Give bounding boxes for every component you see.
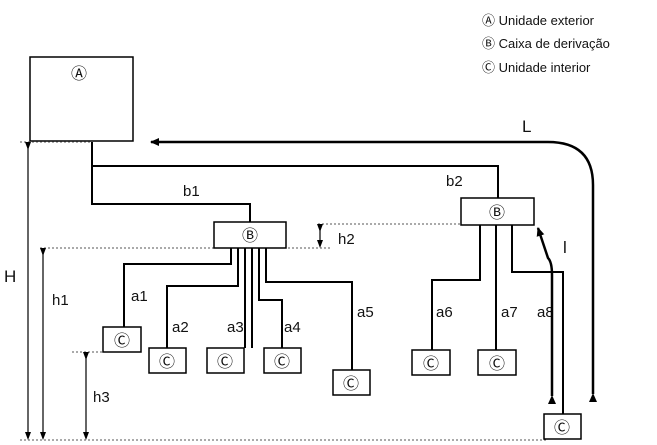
- indoor-unit-a1: Ⓒ: [102, 326, 142, 353]
- label-L: L: [522, 117, 531, 136]
- label-a1: a1: [131, 288, 148, 305]
- outdoor-unit: Ⓐ: [29, 56, 134, 142]
- indoor-unit-a1-symbol: Ⓒ: [114, 332, 130, 350]
- label-a4: a4: [284, 319, 301, 336]
- indoor-unit-a5-symbol: Ⓒ: [343, 375, 359, 393]
- indoor-unit-a4: Ⓒ: [263, 347, 302, 374]
- label-a7: a7: [501, 304, 518, 321]
- branch-box-1-symbol: Ⓑ: [242, 227, 258, 245]
- branch-box-1: Ⓑ: [213, 221, 287, 249]
- dimension-L: L: [150, 117, 597, 402]
- indoor-unit-a7-symbol: Ⓒ: [489, 355, 505, 373]
- label-b2: b2: [446, 173, 463, 190]
- label-H: H: [4, 267, 16, 286]
- branch-box-2-symbol: Ⓑ: [489, 204, 505, 222]
- indoor-unit-a3: Ⓒ: [206, 347, 245, 374]
- legend: Ⓐ Unidade exterior Ⓑ Caixa de derivação …: [482, 13, 610, 75]
- branch-box-2: Ⓑ: [460, 197, 535, 226]
- indoor-unit-a3-symbol: Ⓒ: [217, 353, 233, 371]
- outdoor-unit-symbol: Ⓐ: [71, 65, 87, 83]
- indoor-unit-a4-symbol: Ⓒ: [274, 353, 290, 371]
- label-h2: h2: [338, 231, 355, 248]
- indoor-units: Ⓒ Ⓒ Ⓒ Ⓒ Ⓒ Ⓒ Ⓒ Ⓒ: [102, 326, 582, 440]
- label-a3: a3: [227, 319, 244, 336]
- indoor-unit-a6-symbol: Ⓒ: [423, 355, 439, 373]
- indoor-unit-a7: Ⓒ: [477, 349, 517, 376]
- indoor-unit-a5: Ⓒ: [332, 369, 371, 396]
- label-a6: a6: [436, 304, 453, 321]
- label-h3: h3: [93, 389, 110, 406]
- legend-outdoor-unit: Ⓐ Unidade exterior: [482, 13, 595, 28]
- label-h1: h1: [52, 292, 69, 309]
- label-a5: a5: [357, 304, 374, 321]
- indoor-unit-a2-symbol: Ⓒ: [159, 353, 175, 371]
- legend-branch-box: Ⓑ Caixa de derivação: [482, 36, 610, 51]
- legend-indoor-unit: Ⓒ Unidade interior: [482, 60, 591, 75]
- height-labels: H h1 h2 h3: [4, 231, 355, 406]
- label-b1: b1: [183, 183, 200, 200]
- label-a2: a2: [172, 319, 189, 336]
- height-dimensions: [25, 142, 323, 440]
- indoor-unit-a8-symbol: Ⓒ: [554, 419, 570, 437]
- label-l: l: [563, 238, 567, 257]
- indoor-unit-a6: Ⓒ: [411, 349, 451, 376]
- dimension-l: l: [536, 227, 567, 404]
- indoor-unit-a2: Ⓒ: [148, 347, 187, 374]
- indoor-unit-a8: Ⓒ: [543, 413, 582, 440]
